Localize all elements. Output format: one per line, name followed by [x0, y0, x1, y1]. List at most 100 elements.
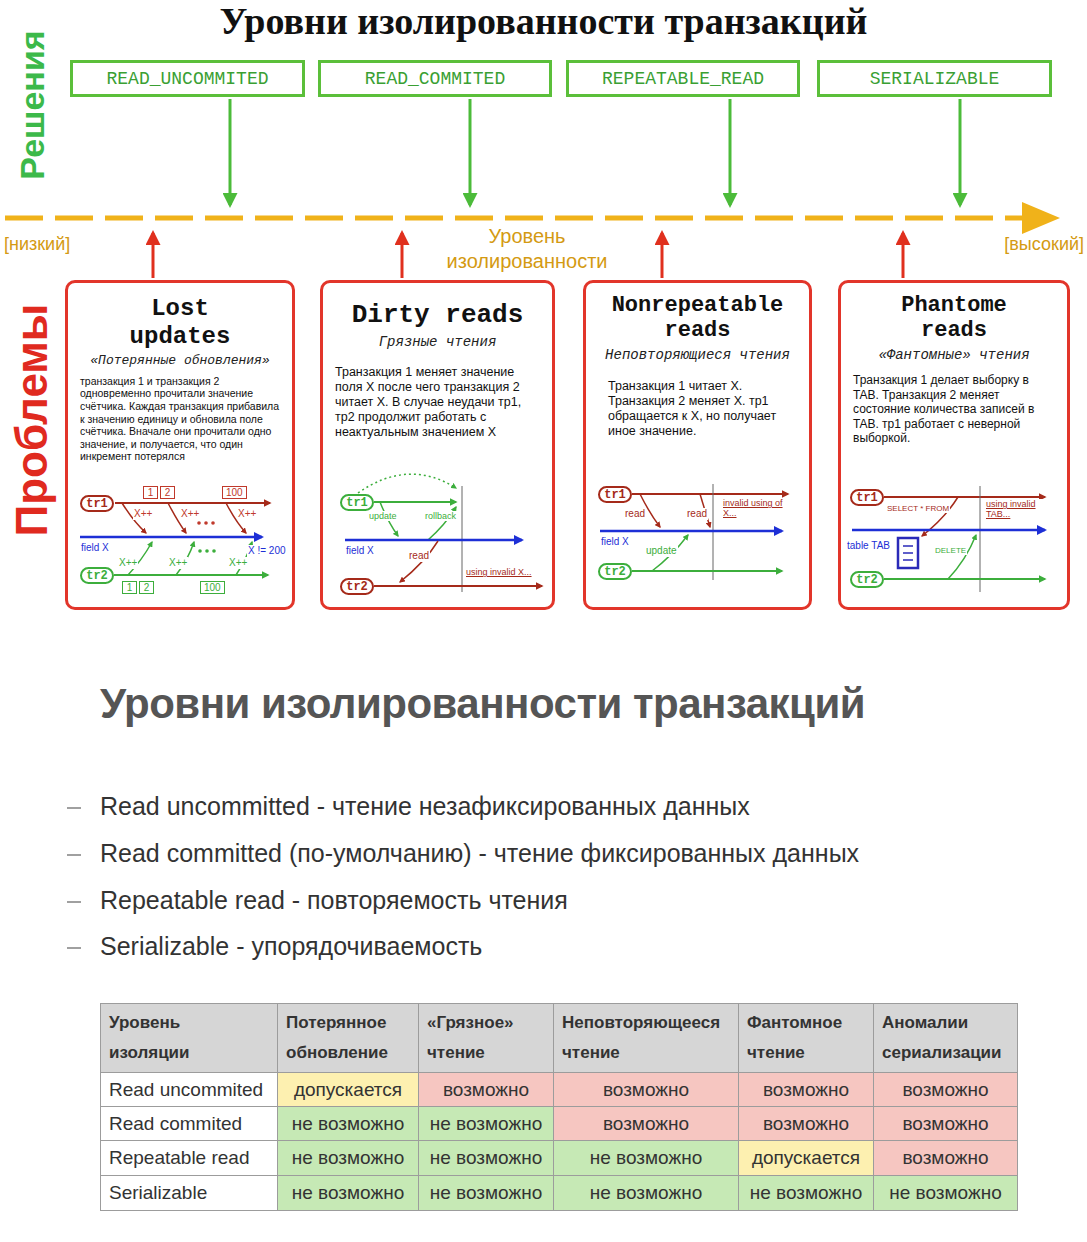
table-cell: не возможно [418, 1175, 554, 1211]
field-label: X != 200 [247, 545, 287, 557]
field-line [852, 529, 1045, 532]
node-text: 1 [127, 583, 133, 593]
table-header-cell: Потерянное обновление [277, 1003, 419, 1073]
value-box: 2 [160, 486, 175, 499]
bullet-text: Read committed (по-умолчанию) - чтение ф… [100, 839, 859, 868]
table-text: возможно [763, 1113, 849, 1135]
problem-box: Phantome reads«Фантомные» чтенияТранзакц… [838, 280, 1070, 610]
transaction-oval: tr1 [340, 494, 374, 511]
operation-label: X++ [180, 508, 200, 520]
solution-box: REPEATABLE_READ [566, 60, 800, 97]
table-text: не возможно [430, 1182, 542, 1204]
arrow [959, 99, 962, 205]
table-text: Read commited [109, 1113, 242, 1135]
table-icon [898, 538, 918, 568]
node-text: 100 [204, 583, 221, 593]
table-cell: допускается [738, 1140, 874, 1176]
problem-description: Транзакция 1 читает X. Транзакция 2 меня… [594, 379, 801, 439]
problem-subtitle: Неповторяющиеся чтения [594, 347, 801, 364]
field-label: field X [80, 542, 110, 554]
arrow [661, 233, 664, 278]
field-line [80, 536, 262, 539]
node-text: tr1 [856, 491, 878, 505]
dot [198, 549, 202, 553]
node-text: SERIALIZABLE [870, 69, 1000, 89]
table-text: Serializable [109, 1182, 207, 1204]
bullet-text: Repeatable read - повторяемость чтения [100, 886, 568, 915]
table-cell: возможно [873, 1140, 1018, 1176]
axis-arrowhead [1022, 202, 1060, 234]
table-header: «Грязное» чтение [427, 1008, 542, 1068]
operation-label: SELECT * FROM [886, 504, 950, 513]
transaction-oval: tr2 [850, 571, 884, 588]
problem-box: Nonrepeatable readsНеповторяющиеся чтени… [583, 280, 812, 610]
operation-label: update [368, 511, 398, 521]
table-header: Уровень изоляции [109, 1008, 219, 1068]
transaction-oval: tr2 [80, 567, 114, 584]
value-box: 1 [122, 581, 137, 594]
timeline [884, 578, 1045, 580]
table-header: Неповторяющееся чтение [562, 1008, 732, 1068]
node-text: 2 [165, 488, 171, 498]
operation-label: read [686, 508, 708, 520]
table-cell: не возможно [277, 1106, 419, 1141]
problem-heading: Lost updates [105, 295, 255, 350]
solution-box: SERIALIZABLE [817, 60, 1052, 97]
table-cell: не возможно [418, 1140, 554, 1176]
timeline [632, 570, 782, 572]
axis-label: Уровень изолированности [427, 224, 627, 274]
bullet-dash [67, 947, 81, 949]
table-header: Потерянное обновление [286, 1008, 411, 1068]
operation-label: read [408, 550, 430, 562]
value-box: 100 [200, 581, 225, 594]
node-text: tr1 [346, 496, 368, 510]
axis-label: [высокий] [1004, 234, 1084, 255]
dot [211, 521, 215, 525]
table-text: не возможно [590, 1147, 702, 1169]
problem-heading: Dirty reads [331, 301, 544, 331]
table-text: Repeatable read [109, 1147, 250, 1169]
table-text: возможно [763, 1079, 849, 1101]
bullet-dash [67, 807, 81, 809]
timeline [374, 585, 542, 587]
node-text: tr2 [856, 573, 878, 587]
table-header: Аномалии сериализации [882, 1008, 1012, 1068]
dirty-reads-figure [345, 474, 542, 592]
dot [197, 521, 201, 525]
time-marker [980, 486, 981, 592]
side-label: Проблемы [7, 304, 58, 537]
table-text: не возможно [430, 1147, 542, 1169]
transaction-oval: tr1 [850, 489, 884, 506]
timeline [884, 496, 1045, 498]
table-icon-row [903, 545, 913, 547]
value-box: 100 [222, 486, 247, 499]
operation-label: update [645, 545, 678, 557]
solution-arrows [230, 99, 960, 205]
node-text: tr2 [346, 580, 368, 594]
value-box: 2 [139, 581, 154, 594]
table-text: не возможно [430, 1113, 542, 1135]
table-cell: возможно [738, 1106, 874, 1141]
node-text: tr2 [604, 565, 626, 579]
axis-label: [низкий] [4, 234, 70, 255]
table-icon-row [903, 552, 913, 554]
transaction-oval: tr1 [598, 486, 632, 503]
node-text: tr1 [86, 497, 108, 511]
table-header-cell: Уровень изоляции [100, 1003, 278, 1073]
table-text: возможно [603, 1079, 689, 1101]
timeline [115, 502, 270, 504]
node-text: REPEATABLE_READ [602, 69, 764, 89]
table-cell: не возможно [277, 1175, 419, 1211]
field-line [600, 530, 782, 533]
field-label: field X [345, 545, 375, 557]
problem-box: Dirty readsГрязные чтенияТранзакция 1 ме… [320, 280, 555, 610]
table-cell: Read commited [100, 1106, 278, 1141]
table-cell: Repeatable read [100, 1140, 278, 1176]
table-cell: Read uncommited [100, 1072, 278, 1107]
lost-updates-figure [80, 503, 270, 575]
axis-line [5, 216, 1024, 221]
operation-label: X++ [168, 557, 188, 569]
table-text: допускается [752, 1147, 860, 1169]
operation-label: X++ [118, 557, 138, 569]
side-label: Решения [13, 30, 52, 179]
